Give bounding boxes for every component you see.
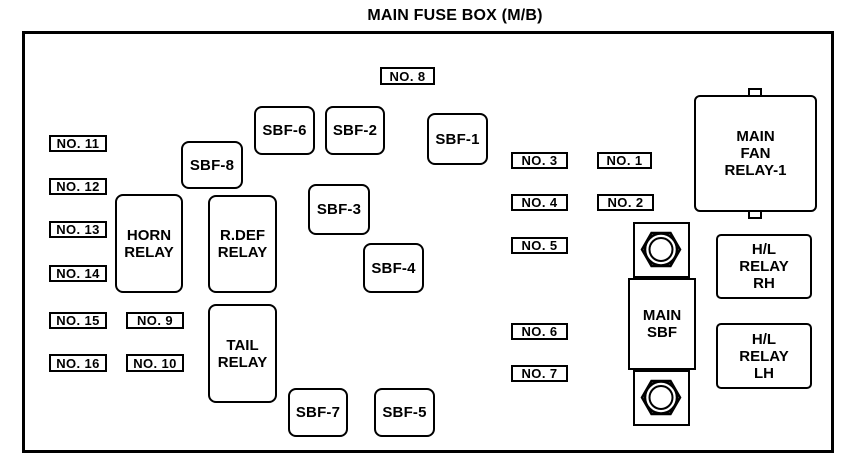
fuse-sbf-5: SBF-5 bbox=[374, 388, 435, 437]
fuse-label-no-8: NO. 8 bbox=[380, 67, 435, 85]
relay-headlight-lh: H/L RELAY LH bbox=[716, 323, 812, 389]
fuse-label-no-15: NO. 15 bbox=[49, 312, 107, 329]
relay-headlight-rh: H/L RELAY RH bbox=[716, 234, 812, 299]
fuse-label-no-5: NO. 5 bbox=[511, 237, 568, 254]
fuse-sbf-1: SBF-1 bbox=[427, 113, 488, 165]
fuse-sbf-4: SBF-4 bbox=[363, 243, 424, 293]
bolt-head-icon bbox=[640, 379, 682, 416]
relay-main-fan-1: MAIN FAN RELAY-1 bbox=[694, 95, 817, 212]
fuse-label-no-2: NO. 2 bbox=[597, 194, 654, 211]
fuse-sbf-2: SBF-2 bbox=[325, 106, 385, 155]
fuse-sbf-6: SBF-6 bbox=[254, 106, 315, 155]
fuse-label-no-1: NO. 1 bbox=[597, 152, 652, 169]
main-sbf-bottom-terminal bbox=[633, 370, 690, 426]
fuse-sbf-7: SBF-7 bbox=[288, 388, 348, 437]
fuse-label-no-11: NO. 11 bbox=[49, 135, 107, 152]
bolt-head-icon bbox=[640, 231, 682, 268]
fuse-label-no-4: NO. 4 bbox=[511, 194, 568, 211]
main-sbf-top-terminal bbox=[633, 222, 690, 278]
fuse-label-no-7: NO. 7 bbox=[511, 365, 568, 382]
fuse-label-no-10: NO. 10 bbox=[126, 354, 184, 372]
main-sbf-body: MAIN SBF bbox=[628, 278, 696, 370]
fuse-label-no-3: NO. 3 bbox=[511, 152, 568, 169]
fuse-label-no-13: NO. 13 bbox=[49, 221, 107, 238]
relay-rear-defogger: R.DEF RELAY bbox=[208, 195, 277, 293]
relay-horn: HORN RELAY bbox=[115, 194, 183, 293]
fuse-label-no-16: NO. 16 bbox=[49, 354, 107, 372]
relay-tail: TAIL RELAY bbox=[208, 304, 277, 403]
diagram-title: MAIN FUSE BOX (M/B) bbox=[367, 7, 543, 24]
fuse-label-no-12: NO. 12 bbox=[49, 178, 107, 195]
fuse-label-no-6: NO. 6 bbox=[511, 323, 568, 340]
fuse-sbf-8: SBF-8 bbox=[181, 141, 243, 189]
fuse-sbf-3: SBF-3 bbox=[308, 184, 370, 235]
fuse-label-no-14: NO. 14 bbox=[49, 265, 107, 282]
fuse-label-no-9: NO. 9 bbox=[126, 312, 184, 329]
